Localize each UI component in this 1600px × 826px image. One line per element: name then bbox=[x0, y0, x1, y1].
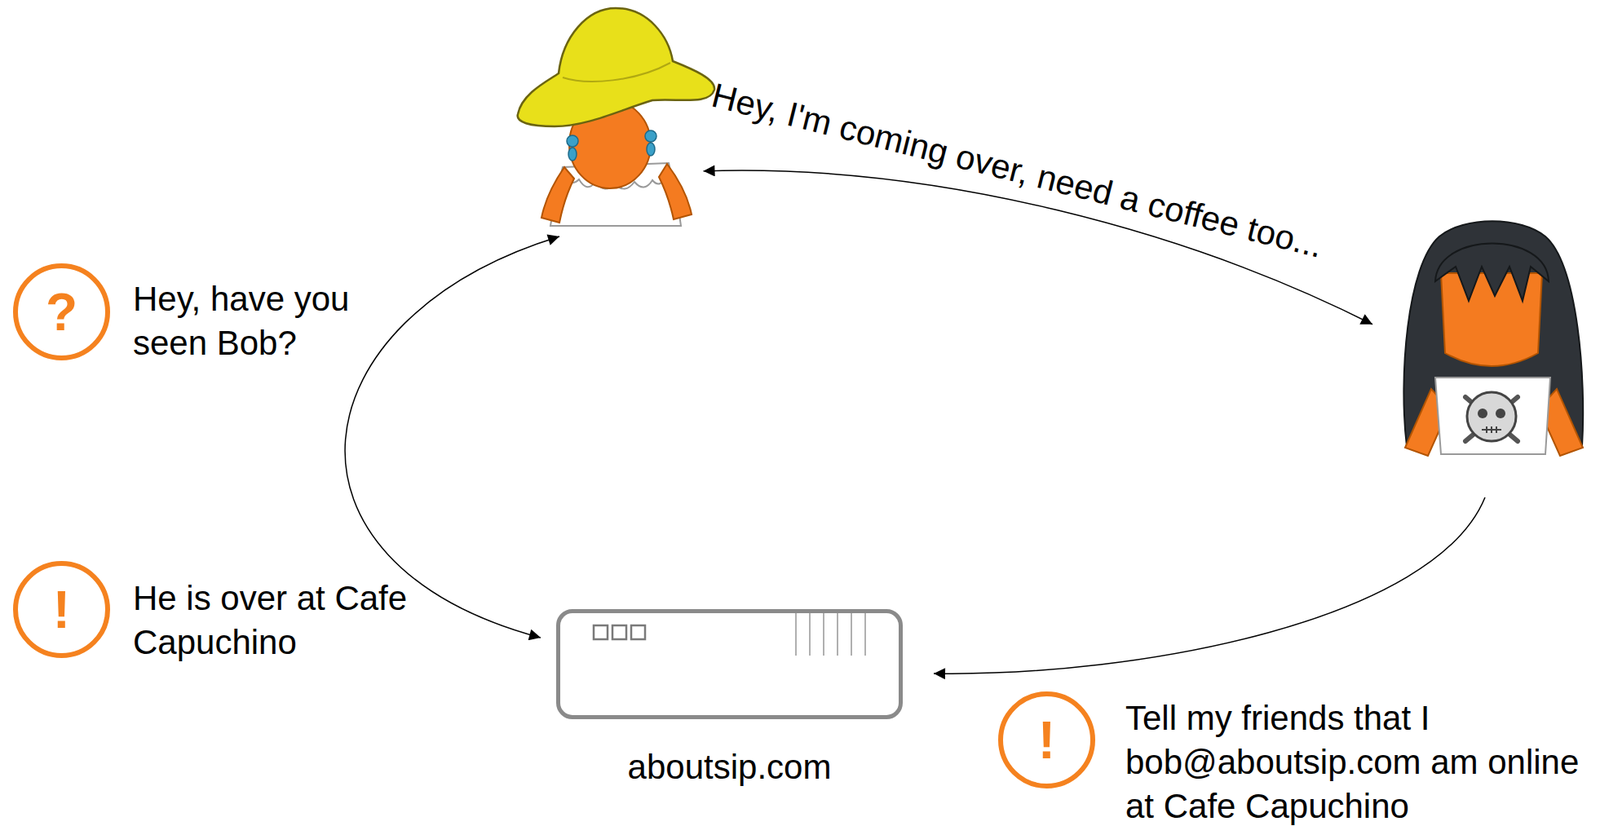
callout-circle: !Tell my friends that I bob@aboutsip.com… bbox=[998, 691, 1096, 789]
arrow-label: Hey, I'm coming over, need a coffee too.… bbox=[707, 75, 1327, 267]
figure-node bbox=[1390, 216, 1595, 457]
callout-symbol: ! bbox=[1038, 714, 1056, 767]
server-box: aboutsip.com bbox=[556, 609, 903, 720]
callout-circle: !He is over at Cafe Capuchino bbox=[13, 561, 111, 659]
callout-symbol: ! bbox=[53, 583, 71, 637]
callout-circle: ?Hey, have you seen Bob? bbox=[13, 263, 111, 361]
message-arrow bbox=[344, 236, 560, 638]
person-figure bbox=[1390, 216, 1595, 457]
person-figure bbox=[513, 4, 718, 229]
figure-node bbox=[513, 4, 718, 229]
callout-symbol: ? bbox=[45, 286, 78, 339]
callout-text: Hey, have you seen Bob? bbox=[132, 277, 403, 366]
message-arrow bbox=[933, 497, 1486, 674]
server-decoration bbox=[556, 609, 903, 720]
server-label: aboutsip.com bbox=[527, 745, 932, 790]
callout-text: Tell my friends that I bob@aboutsip.com … bbox=[1125, 696, 1583, 826]
callout-text: He is over at Cafe Capuchino bbox=[132, 576, 419, 665]
